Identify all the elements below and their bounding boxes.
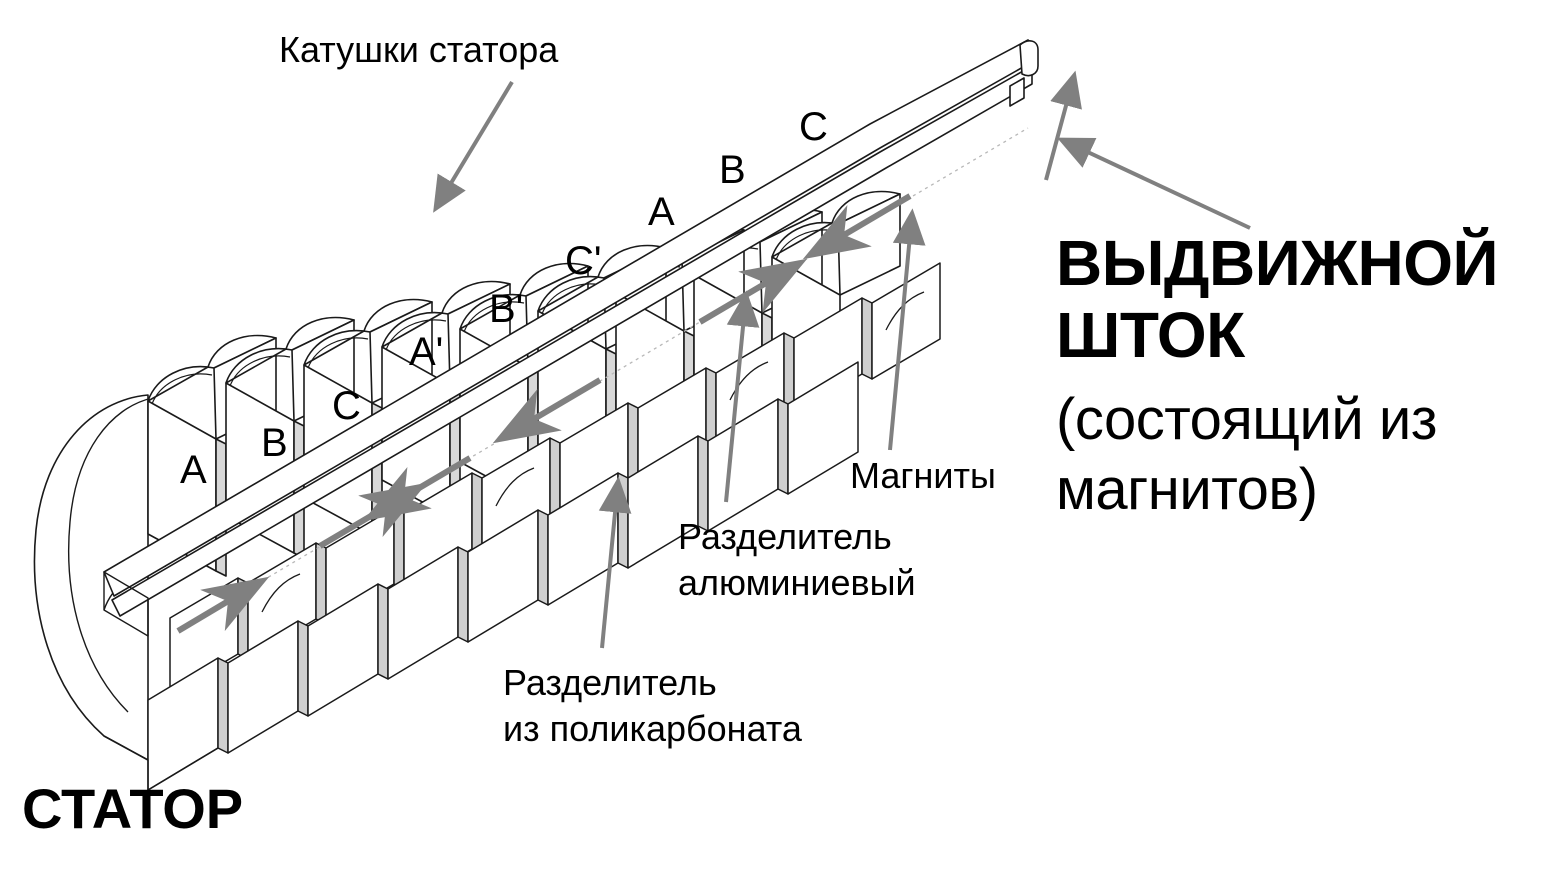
leader-rod-lower xyxy=(1056,137,1251,230)
rod-title-line4: магнитов) xyxy=(1056,457,1318,522)
callout-polycarbonate-line1: Разделитель xyxy=(503,662,717,703)
leader-polycarbonate xyxy=(598,476,632,649)
callout-polycarbonate-line2: из поликарбоната xyxy=(503,708,802,749)
coil-label-9: C xyxy=(799,105,828,149)
leader-stator-coils xyxy=(433,80,514,213)
polycarbonate-separator-row xyxy=(147,361,859,791)
coil-label-5: B' xyxy=(489,287,524,331)
rod-title-line3: (состоящий из xyxy=(1056,387,1437,452)
sliding-rod xyxy=(103,39,1039,617)
callout-magnets: Магниты xyxy=(850,455,996,496)
coil-label-6: C' xyxy=(565,239,602,283)
coil-label-7: A xyxy=(648,190,675,234)
coil-label-2: B xyxy=(261,421,288,465)
coil-label-8: B xyxy=(719,148,746,192)
motion-double-arrow xyxy=(176,127,1029,634)
rod-title-line1: ВЫДВИЖНОЙ xyxy=(1056,227,1499,299)
leader-lines xyxy=(433,70,1251,649)
rod-title-line2: ШТОК xyxy=(1056,299,1245,371)
callout-stator-coils: Катушки статора xyxy=(279,29,559,70)
callout-aluminium-line1: Разделитель xyxy=(678,516,892,557)
coil-label-1: A xyxy=(180,448,207,492)
leader-aluminium xyxy=(724,290,760,503)
stator-title: СТАТОР xyxy=(22,777,244,840)
callout-aluminium-line2: алюминиевый xyxy=(678,562,916,603)
coil-label-3: C xyxy=(332,384,361,428)
leader-magnets xyxy=(888,208,926,451)
leader-rod-upper xyxy=(1044,70,1082,181)
coil-label-4: A' xyxy=(409,330,444,374)
